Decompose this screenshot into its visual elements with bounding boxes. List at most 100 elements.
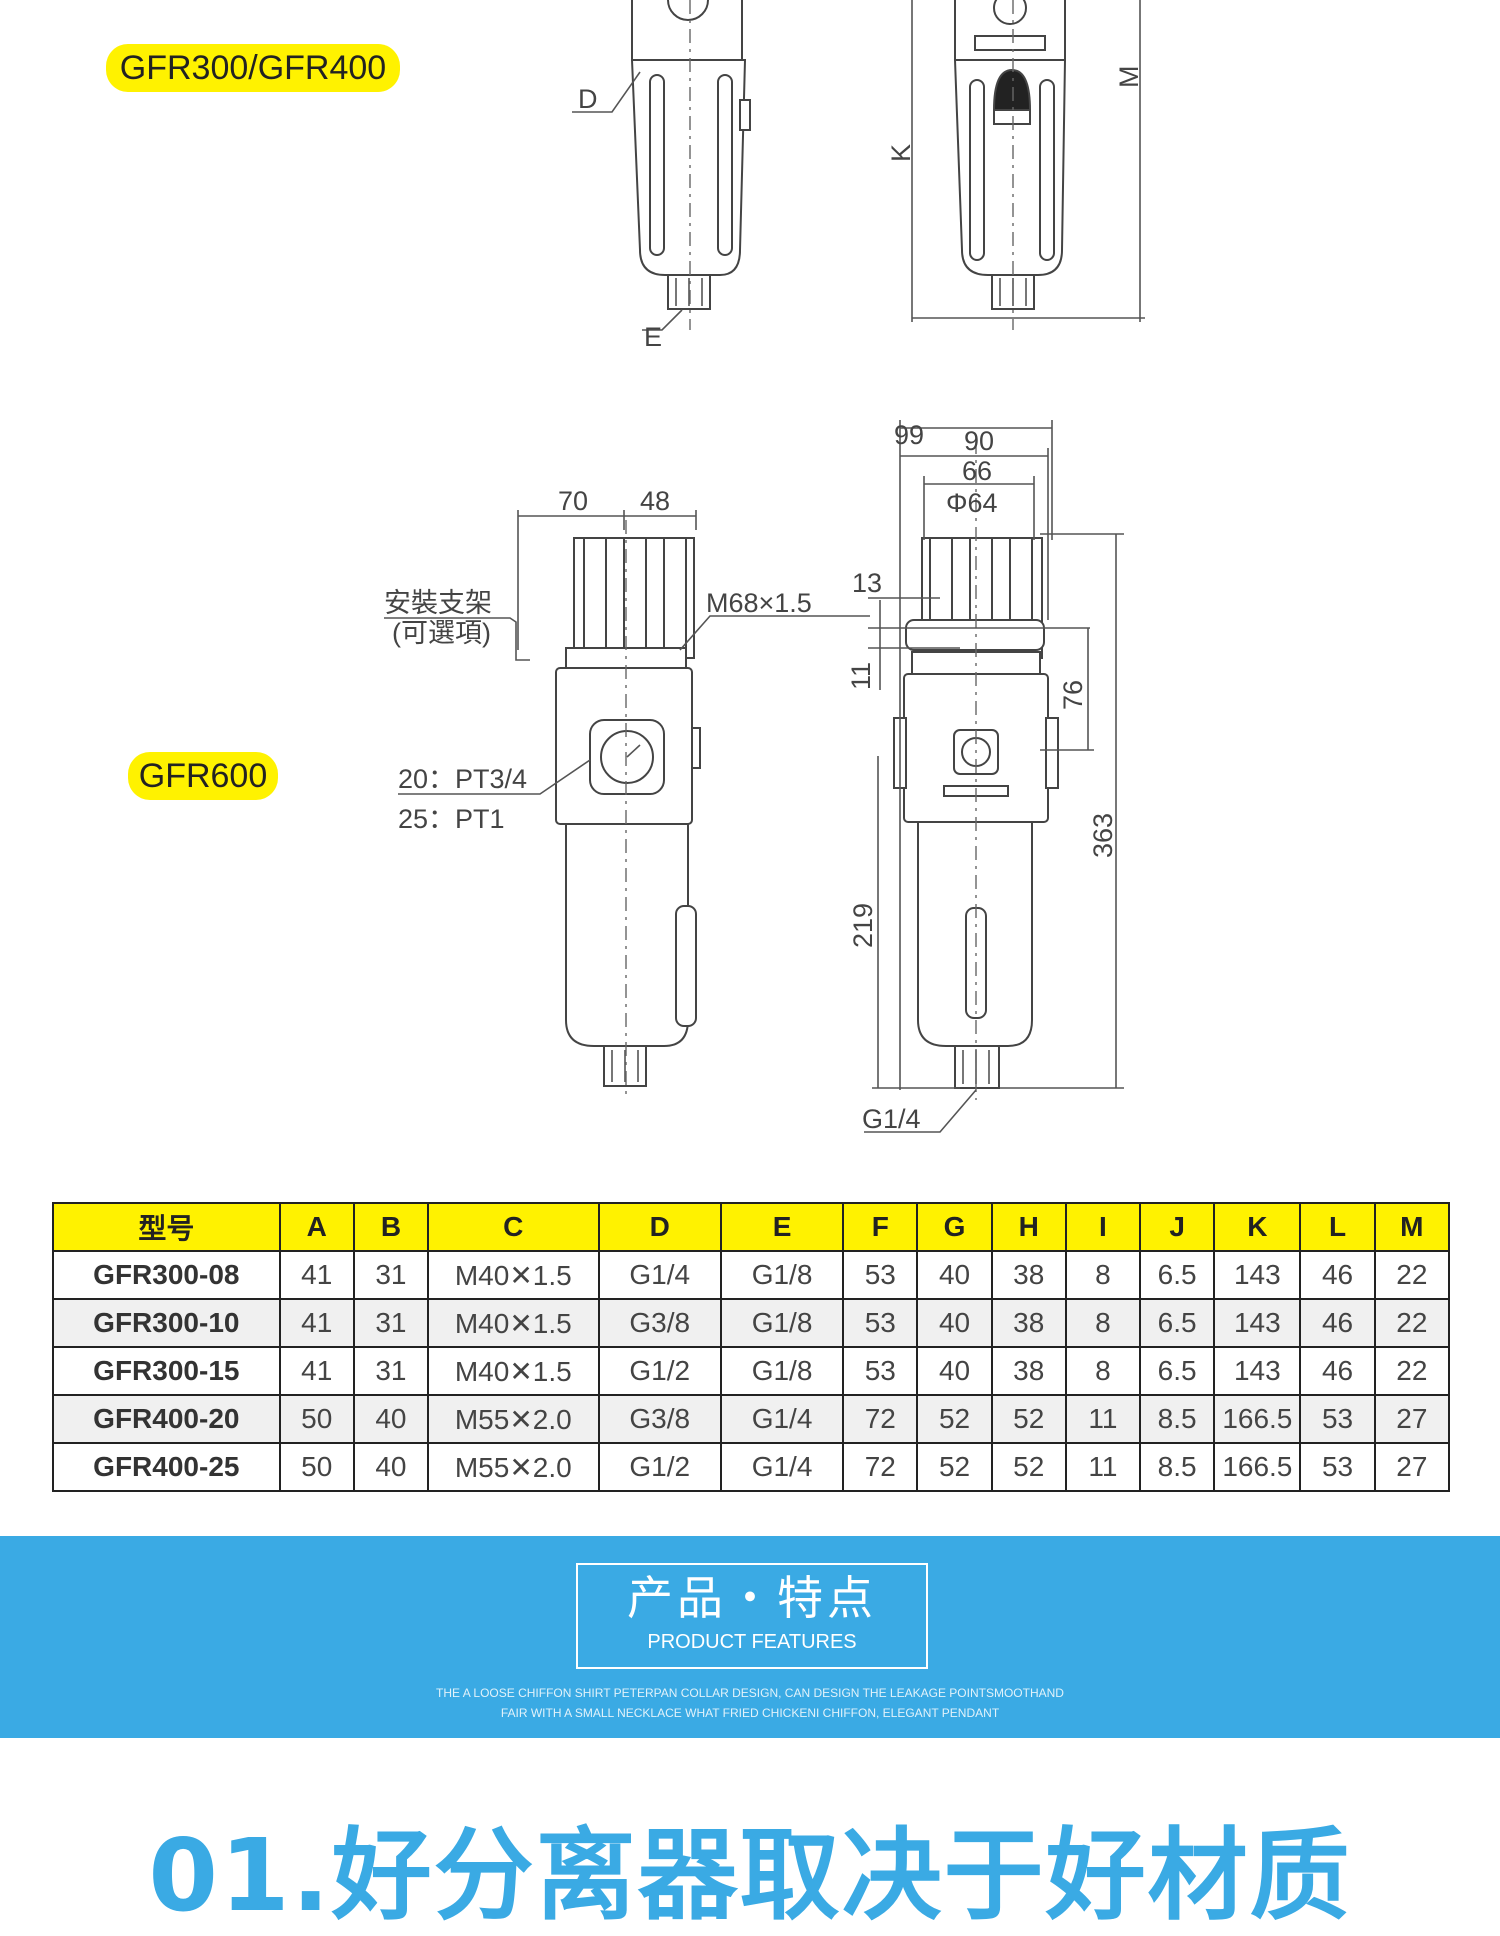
- label-d: D: [578, 84, 598, 114]
- table-cell: M40✕1.5: [427, 1250, 600, 1300]
- table-cell: 40: [916, 1346, 993, 1396]
- label-m: M: [1114, 66, 1144, 89]
- table-cell: 8: [1064, 1346, 1142, 1396]
- section-headline: 01.好分离器取决于好材质: [148, 1817, 1352, 1934]
- table-cell: 31: [352, 1346, 430, 1396]
- table-cell: 22: [1373, 1250, 1451, 1300]
- dim-13: 13: [852, 568, 882, 598]
- table-cell: 53: [842, 1346, 919, 1396]
- dim-363: 363: [1088, 813, 1118, 858]
- dim-99: 99: [894, 420, 924, 450]
- label-k: K: [886, 144, 916, 162]
- table-cell: 166.5: [1213, 1394, 1302, 1444]
- header-cell: B: [352, 1202, 430, 1252]
- table-cell: 27: [1373, 1394, 1451, 1444]
- table-cell: 22: [1373, 1298, 1451, 1348]
- table-cell: 31: [352, 1250, 430, 1300]
- header-cell: E: [719, 1202, 845, 1252]
- banner-title: 产品・特点: [627, 1571, 877, 1625]
- table-cell: 53: [842, 1250, 919, 1300]
- model-cell: GFR300-15: [52, 1346, 281, 1396]
- table-cell: 46: [1299, 1298, 1376, 1348]
- table-cell: G1/4: [719, 1394, 845, 1444]
- table-cell: 52: [916, 1394, 993, 1444]
- table-cell: 52: [990, 1394, 1067, 1444]
- table-cell: 8.5: [1139, 1442, 1216, 1492]
- header-cell: F: [842, 1202, 919, 1252]
- table-cell: 41: [278, 1298, 355, 1348]
- header-cell: D: [597, 1202, 722, 1252]
- table-cell: 8: [1064, 1298, 1142, 1348]
- header-cell: K: [1213, 1202, 1302, 1252]
- table-cell: 40: [352, 1394, 430, 1444]
- table-cell: 50: [278, 1394, 355, 1444]
- thread-label: M68×1.5: [706, 588, 812, 618]
- table-cell: 53: [1299, 1394, 1376, 1444]
- table-cell: 40: [352, 1442, 430, 1492]
- header-cell: J: [1139, 1202, 1216, 1252]
- table-cell: 27: [1373, 1442, 1451, 1492]
- port-20-label: 20：PT3/4: [398, 764, 527, 794]
- table-cell: 6.5: [1139, 1250, 1216, 1300]
- table-cell: 31: [352, 1298, 430, 1348]
- model-cell: GFR400-20: [52, 1394, 281, 1444]
- table-cell: G3/8: [597, 1394, 722, 1444]
- model-tag-gfr300-gfr400: GFR300/GFR400: [106, 44, 400, 92]
- table-cell: 40: [916, 1250, 993, 1300]
- banner-title-box: 产品・特点 PRODUCT FEATURES: [576, 1563, 928, 1669]
- table-cell: 46: [1299, 1346, 1376, 1396]
- table-cell: 11: [1064, 1442, 1142, 1492]
- model-tag-gfr600: GFR600: [128, 752, 278, 800]
- table-cell: 143: [1213, 1346, 1302, 1396]
- bracket-label: 安裝支架: [384, 588, 492, 618]
- model-cell: GFR300-08: [52, 1250, 281, 1300]
- dim-48: 48: [640, 486, 670, 516]
- dim-90: 90: [964, 426, 994, 456]
- table-cell: 53: [1299, 1442, 1376, 1492]
- table-cell: G3/8: [597, 1298, 722, 1348]
- table-cell: 166.5: [1213, 1442, 1302, 1492]
- table-cell: 53: [842, 1298, 919, 1348]
- table-cell: 6.5: [1139, 1298, 1216, 1348]
- dim-phi64: Φ64: [946, 488, 998, 518]
- header-cell: G: [916, 1202, 993, 1252]
- dim-66: 66: [962, 456, 992, 486]
- table-cell: 52: [990, 1442, 1067, 1492]
- technical-drawing: D E K M: [384, 0, 1145, 1134]
- gfr600-front-view: [384, 510, 870, 1100]
- model-cell: GFR300-10: [52, 1298, 281, 1348]
- table-cell: M40✕1.5: [427, 1346, 600, 1396]
- header-cell: M: [1373, 1202, 1451, 1252]
- header-cell: I: [1064, 1202, 1142, 1252]
- dim-76: 76: [1058, 680, 1088, 710]
- header-cell: C: [427, 1202, 600, 1252]
- drain-label: G1/4: [862, 1104, 921, 1134]
- header-cell: H: [990, 1202, 1067, 1252]
- top-front-view: [572, 0, 751, 331]
- banner-description-line-2: FAIR WITH A SMALL NECKLACE WHAT FRIED CH…: [500, 1706, 1000, 1720]
- table-cell: 72: [842, 1394, 919, 1444]
- table-cell: 8.5: [1139, 1394, 1216, 1444]
- table-cell: 38: [990, 1250, 1067, 1300]
- table-cell: M40✕1.5: [427, 1298, 600, 1348]
- table-cell: G1/8: [719, 1298, 845, 1348]
- table-cell: 38: [990, 1298, 1067, 1348]
- model-cell: GFR400-25: [52, 1442, 281, 1492]
- table-cell: 46: [1299, 1250, 1376, 1300]
- table-cell: 41: [278, 1346, 355, 1396]
- table-cell: G1/2: [597, 1442, 722, 1492]
- gfr600-side-view: [864, 420, 1124, 1133]
- table-cell: 6.5: [1139, 1346, 1216, 1396]
- table-cell: M55✕2.0: [427, 1394, 600, 1444]
- table-cell: G1/8: [719, 1250, 845, 1300]
- table-cell: 143: [1213, 1298, 1302, 1348]
- banner-description-line-1: THE A LOOSE CHIFFON SHIRT PETERPAN COLLA…: [436, 1686, 1064, 1700]
- dim-11: 11: [846, 662, 876, 690]
- table-cell: G1/8: [719, 1346, 845, 1396]
